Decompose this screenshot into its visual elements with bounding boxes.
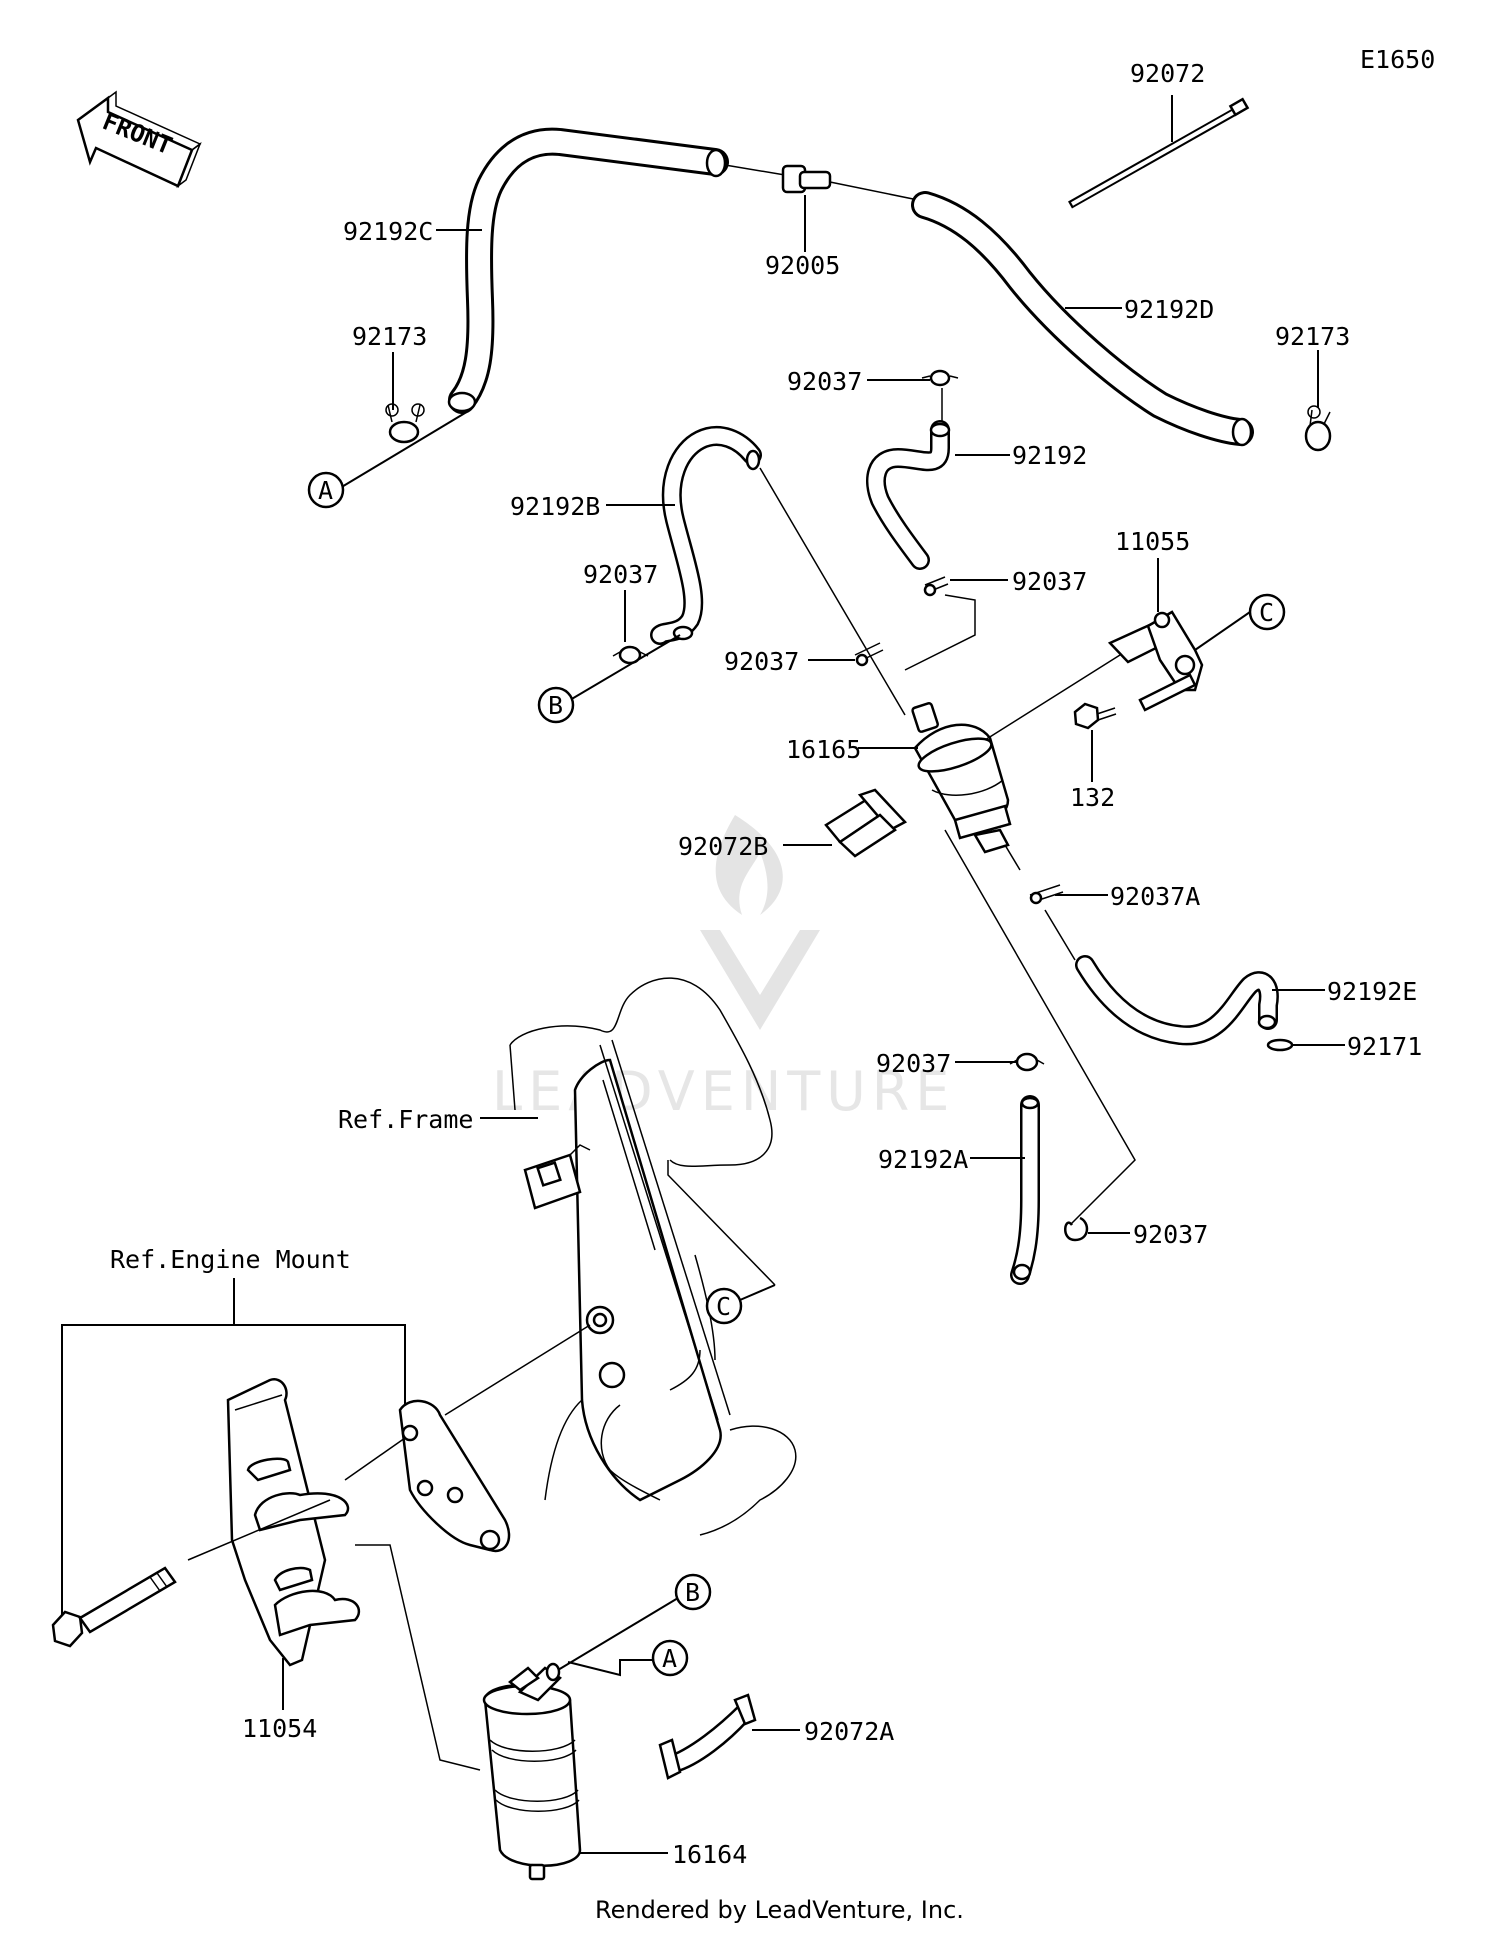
clip-92037-mid-right xyxy=(923,576,949,597)
callout-a-upper-label: A xyxy=(318,476,333,505)
front-arrow-icon: FRONT xyxy=(76,90,202,189)
leadventure-watermark: LEADVENTURE xyxy=(492,815,955,1123)
hose-92192A xyxy=(1010,1095,1040,1285)
engine-mount-plate xyxy=(398,1399,511,1553)
joint-92005 xyxy=(724,164,832,194)
part-16165-label: 16165 xyxy=(786,735,861,764)
part-92037A-label: 92037A xyxy=(1110,882,1200,911)
cable-tie-92072 xyxy=(1068,97,1250,209)
hose-92192 xyxy=(866,420,951,570)
callout-c-lower xyxy=(705,1287,743,1325)
part-92192D-label: 92192D xyxy=(1124,295,1214,324)
hose-92192D xyxy=(829,181,1254,447)
clip-92171 xyxy=(1266,1038,1294,1052)
clamp-92173-left xyxy=(385,403,425,444)
part-92192-label: 92192 xyxy=(1012,441,1087,470)
part-92037-mid-left-label: 92037 xyxy=(724,647,799,676)
engine-mount-ref-label: Ref.Engine Mount xyxy=(110,1245,351,1274)
band-92072A xyxy=(658,1693,757,1780)
frame-ref-label: Ref.Frame xyxy=(338,1105,473,1134)
callout-b-lower xyxy=(674,1573,712,1611)
frame-reference xyxy=(509,977,797,1536)
canister-16164 xyxy=(482,1662,582,1881)
hose-92192E xyxy=(1075,955,1279,1046)
bolt-132 xyxy=(1073,702,1117,730)
clip-92037A xyxy=(1029,884,1064,905)
part-92072-label: 92072 xyxy=(1130,59,1205,88)
callout-a-upper xyxy=(307,471,345,509)
part-92072A-label: 92072A xyxy=(804,1717,894,1746)
part-92037-lower-label: 92037 xyxy=(876,1049,951,1078)
part-11055-label: 11055 xyxy=(1115,527,1190,556)
part-92192B-label: 92192B xyxy=(510,492,600,521)
callout-c-upper xyxy=(1248,593,1286,631)
hose-92192C xyxy=(447,127,729,414)
part-92037-b-label: 92037 xyxy=(583,560,658,589)
bracket-11055 xyxy=(1107,610,1204,712)
callout-c-lower-label: C xyxy=(716,1292,731,1321)
clamp-92173-right xyxy=(1304,405,1332,452)
part-92173-left-label: 92173 xyxy=(352,322,427,351)
part-92037-top-label: 92037 xyxy=(787,367,862,396)
callout-b-upper xyxy=(537,686,575,724)
part-92037-mid-right-label: 92037 xyxy=(1012,567,1087,596)
callout-b-upper-label: B xyxy=(548,691,563,720)
callout-a-lower xyxy=(651,1639,689,1677)
part-92072B-label: 92072B xyxy=(678,832,768,861)
mount-bolt xyxy=(51,1566,177,1648)
bracket-11054 xyxy=(226,1378,361,1667)
part-92005-label: 92005 xyxy=(765,251,840,280)
part-16164-label: 16164 xyxy=(672,1840,747,1869)
callout-b-lower-label: B xyxy=(685,1578,700,1607)
band-92072B xyxy=(824,788,908,858)
part-132-label: 132 xyxy=(1070,783,1115,812)
part-11054-label: 11054 xyxy=(242,1714,317,1743)
callout-c-upper-label: C xyxy=(1259,598,1274,627)
part-92173-right-label: 92173 xyxy=(1275,322,1350,351)
part-92171-label: 92171 xyxy=(1347,1032,1422,1061)
part-92037-clamp-label: 92037 xyxy=(1133,1220,1208,1249)
figure-id: E1650 xyxy=(1360,45,1435,74)
clip-92037-b xyxy=(612,645,649,665)
callout-a-lower-label: A xyxy=(662,1644,677,1673)
footer-credit: Rendered by LeadVenture, Inc. xyxy=(595,1896,964,1924)
part-92192E-label: 92192E xyxy=(1327,977,1417,1006)
clip-92037-clamp xyxy=(1064,1216,1089,1242)
clip-92037-top xyxy=(921,369,959,387)
part-92192C-label: 92192C xyxy=(343,217,433,246)
fuel-filter-16165 xyxy=(911,702,1012,854)
watermark-text: LEADVENTURE xyxy=(492,1060,955,1123)
clip-92037-mid-left xyxy=(854,642,884,667)
hose-92192B xyxy=(650,426,762,645)
part-92192A-label: 92192A xyxy=(878,1145,968,1174)
